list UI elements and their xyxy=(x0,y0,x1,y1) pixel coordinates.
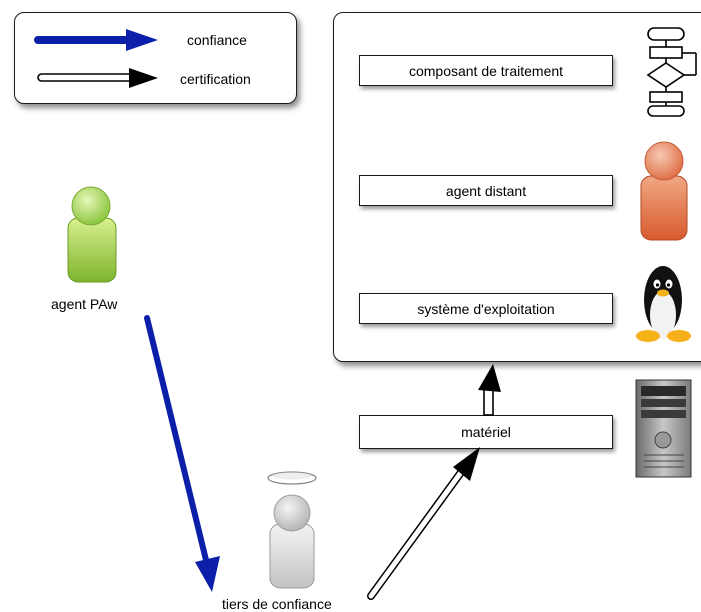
person-icon xyxy=(640,141,688,241)
processing-component-label: composant de traitement xyxy=(408,62,564,79)
hardware-label: matériel xyxy=(461,424,511,440)
legend-certification-arrow xyxy=(37,68,158,88)
trust-arrow xyxy=(144,315,220,592)
paw-agent-icon xyxy=(67,186,117,283)
operating-system-label: système d'exploitation xyxy=(417,300,555,317)
operating-system-box: système d'exploitation xyxy=(359,293,613,324)
legend-trust-label: confiance xyxy=(187,32,247,48)
paw-agent-label: agent PAw xyxy=(51,296,118,312)
trusted-third-party-icon xyxy=(267,471,317,589)
processing-component-box: composant de traitement xyxy=(359,55,613,86)
legend-trust-arrow xyxy=(34,29,158,51)
server-tower-icon xyxy=(635,379,692,478)
penguin-icon xyxy=(636,266,691,342)
trusted-third-party-label: tiers de confiance xyxy=(222,596,332,612)
flowchart-icon xyxy=(646,27,697,117)
legend-certification-label: certification xyxy=(180,71,251,87)
certification-arrow-to-platform xyxy=(478,364,501,416)
remote-agent-label: agent distant xyxy=(445,182,527,199)
remote-agent-box: agent distant xyxy=(359,175,613,206)
hardware-box: matériel xyxy=(359,415,613,449)
legend-panel xyxy=(14,12,297,104)
certification-arrow-to-hardware xyxy=(367,447,480,600)
